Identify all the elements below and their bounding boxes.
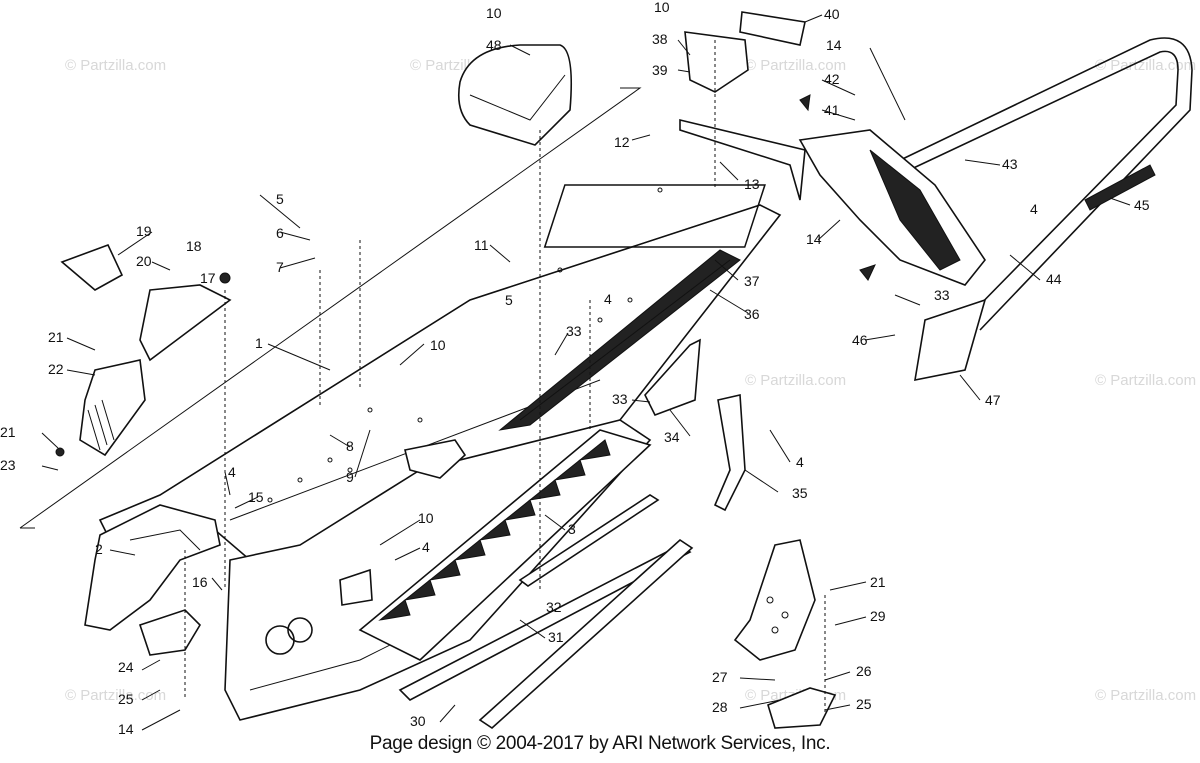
callout-4: 4 [228, 464, 236, 480]
callout-4: 4 [422, 539, 430, 555]
callout-36: 36 [744, 306, 760, 322]
callout-48: 48 [486, 37, 502, 53]
callout-14: 14 [118, 721, 134, 737]
callout-42: 42 [824, 71, 840, 87]
callout-4: 4 [604, 291, 612, 307]
rear-bumper [889, 37, 1193, 382]
callout-16: 16 [192, 574, 208, 590]
callout-20: 20 [136, 253, 152, 269]
leader-lines [41, 14, 1131, 731]
callout-1: 1 [255, 335, 263, 351]
callout-3: 3 [568, 521, 576, 537]
callout-35: 35 [792, 485, 808, 501]
callout-12: 12 [614, 134, 630, 150]
callout-33: 33 [566, 323, 582, 339]
callout-21: 21 [48, 329, 64, 345]
watermark: © Partzilla.com [1095, 57, 1196, 74]
guide-lines [184, 40, 826, 715]
front-bracket [84, 504, 221, 631]
callout-19: 19 [136, 223, 152, 239]
callout-30: 30 [410, 713, 426, 729]
watermark: © Partzilla.com [745, 372, 846, 389]
callout-24: 24 [118, 659, 134, 675]
rear-flap [798, 94, 986, 286]
callout-25: 25 [856, 696, 872, 712]
watermark: © Partzilla.com [1095, 372, 1196, 389]
watermark: © Partzilla.com [65, 687, 166, 704]
callout-40: 40 [824, 6, 840, 22]
callout-44: 44 [1046, 271, 1062, 287]
callout-17: 17 [200, 270, 216, 286]
rails [398, 494, 694, 730]
seat-and-top-parts [457, 11, 806, 146]
side-panel-left [224, 419, 652, 721]
callout-26: 26 [856, 663, 872, 679]
callout-25: 25 [118, 691, 134, 707]
callout-10: 10 [486, 5, 502, 21]
callout-32: 32 [546, 599, 562, 615]
callout-29: 29 [870, 608, 886, 624]
callout-14: 14 [826, 37, 842, 53]
running-board [358, 429, 652, 661]
callout-4: 4 [1030, 201, 1038, 217]
callout-38: 38 [652, 31, 668, 47]
callout-7: 7 [276, 259, 284, 275]
callout-13: 13 [744, 176, 760, 192]
left-front-parts [55, 243, 232, 457]
callout-37: 37 [744, 273, 760, 289]
callout-6: 6 [276, 225, 284, 241]
callout-41: 41 [824, 102, 840, 118]
callout-8: 8 [346, 438, 354, 454]
callout-28: 28 [712, 699, 728, 715]
callout-4: 4 [796, 454, 804, 470]
callout-21: 21 [870, 574, 886, 590]
callouts: 1 2 3 4 4 4 4 4 5 5 6 7 8 9 10 10 10 10 … [0, 0, 1150, 737]
callout-27: 27 [712, 669, 728, 685]
callout-33: 33 [934, 287, 950, 303]
callout-33: 33 [612, 391, 628, 407]
callout-5: 5 [276, 191, 284, 207]
copyright-footer: Page design © 2004-2017 by ARI Network S… [369, 733, 831, 754]
bracket-13 [679, 118, 806, 201]
callout-46: 46 [852, 332, 868, 348]
callout-15: 15 [248, 489, 264, 505]
callout-47: 47 [985, 392, 1001, 408]
callout-5: 5 [505, 292, 513, 308]
callout-14: 14 [806, 231, 822, 247]
callout-31: 31 [548, 629, 564, 645]
callout-18: 18 [186, 238, 202, 254]
tunnel-holes [267, 187, 663, 503]
callout-11: 11 [474, 237, 489, 253]
callout-10: 10 [418, 510, 434, 526]
callout-39: 39 [652, 62, 668, 78]
callout-2: 2 [95, 541, 103, 557]
callout-45: 45 [1134, 197, 1150, 213]
right-side-parts [138, 338, 837, 729]
watermark: © Partzilla.com [65, 57, 166, 74]
callout-21: 21 [0, 424, 16, 440]
callout-10: 10 [430, 337, 446, 353]
callout-34: 34 [664, 429, 680, 445]
tunnel-outline [19, 87, 642, 529]
callout-43: 43 [1002, 156, 1018, 172]
callout-22: 22 [48, 361, 64, 377]
callout-10: 10 [654, 0, 670, 15]
callout-9: 9 [346, 469, 354, 485]
watermark: © Partzilla.com [745, 57, 846, 74]
callout-23: 23 [0, 457, 16, 473]
watermark: © Partzilla.com [1095, 687, 1196, 704]
tunnel-body [98, 184, 782, 561]
